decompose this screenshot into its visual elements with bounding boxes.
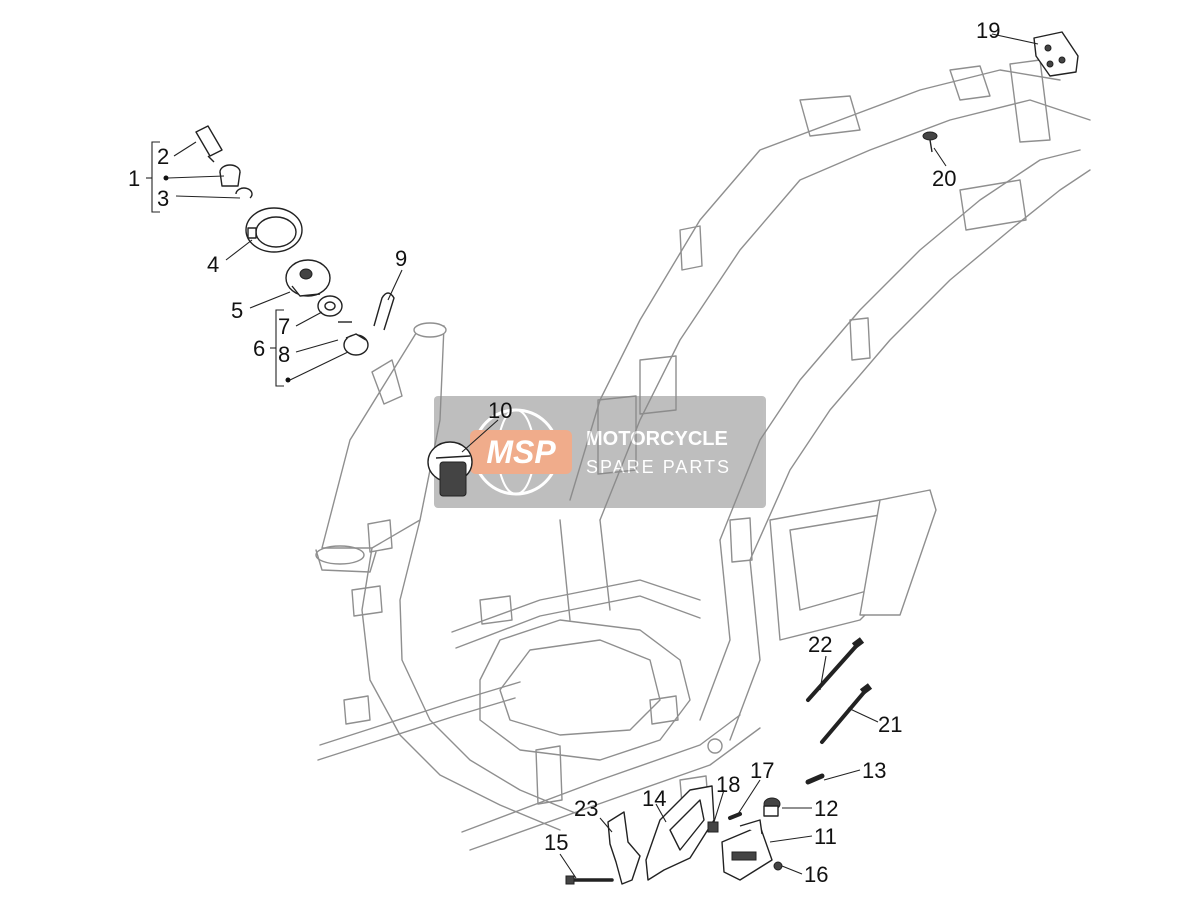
part-14-bracket xyxy=(645,785,715,881)
watermark-line1: MOTORCYCLE xyxy=(586,428,728,450)
callout-7: 7 xyxy=(278,314,290,339)
part-20-bolt xyxy=(922,131,938,153)
watermark-logo: MSP xyxy=(486,434,556,470)
watermark-background xyxy=(434,396,766,508)
callout-16: 16 xyxy=(804,862,828,887)
part-10-switch xyxy=(427,441,473,497)
callout-18: 18 xyxy=(716,772,740,797)
part-1-lock-cylinder xyxy=(219,164,241,187)
callout-3: 3 xyxy=(157,186,169,211)
callout-8: 8 xyxy=(278,342,290,367)
part-11-box xyxy=(721,819,773,881)
callout-2: 2 xyxy=(157,144,169,169)
part-15-bolt xyxy=(565,875,614,885)
part-22-rod xyxy=(806,637,865,702)
part-8-cap xyxy=(338,321,369,356)
part-4-ring xyxy=(245,207,303,253)
group-bracket-1 xyxy=(146,141,169,213)
part-21-rod xyxy=(820,683,873,744)
part-7-washer xyxy=(317,295,343,317)
callout-23: 23 xyxy=(574,796,598,821)
callout-12: 12 xyxy=(814,796,838,821)
part-19-bracket xyxy=(1033,31,1079,77)
part-16-screw xyxy=(773,861,783,871)
group-bracket-6 xyxy=(270,309,291,387)
watermark-line2: SPARE PARTS xyxy=(586,457,731,477)
leader-lines xyxy=(167,33,1039,879)
callout-17: 17 xyxy=(750,758,774,783)
callout-numbers: 1 2 3 4 5 6 7 8 9 10 11 12 13 14 15 16 1… xyxy=(128,18,1000,887)
part-12-fitting xyxy=(763,797,781,817)
callout-4: 4 xyxy=(207,252,219,277)
watermark: MSP MOTORCYCLE SPARE PARTS xyxy=(434,396,766,508)
part-2-key xyxy=(195,125,223,163)
watermark-logo-box xyxy=(470,430,572,474)
callout-1: 1 xyxy=(128,166,140,191)
part-13-screw xyxy=(805,773,825,785)
callout-10: 10 xyxy=(488,398,512,423)
part-3-circlip xyxy=(235,187,253,199)
scooter-frame xyxy=(315,59,1091,851)
part-9-spring-clip xyxy=(373,292,395,331)
part-5-lock-body xyxy=(285,259,331,297)
callout-6: 6 xyxy=(253,336,265,361)
part-18-clip xyxy=(707,821,719,833)
part-23-plate xyxy=(607,811,641,885)
callout-19: 19 xyxy=(976,18,1000,43)
callout-15: 15 xyxy=(544,830,568,855)
callout-14: 14 xyxy=(642,786,666,811)
callout-9: 9 xyxy=(395,246,407,271)
callout-11: 11 xyxy=(814,824,837,849)
callout-22: 22 xyxy=(808,632,832,657)
callout-20: 20 xyxy=(932,166,956,191)
part-17-screw xyxy=(728,812,742,820)
callout-13: 13 xyxy=(862,758,886,783)
callout-21: 21 xyxy=(878,712,902,737)
callout-5: 5 xyxy=(231,298,243,323)
